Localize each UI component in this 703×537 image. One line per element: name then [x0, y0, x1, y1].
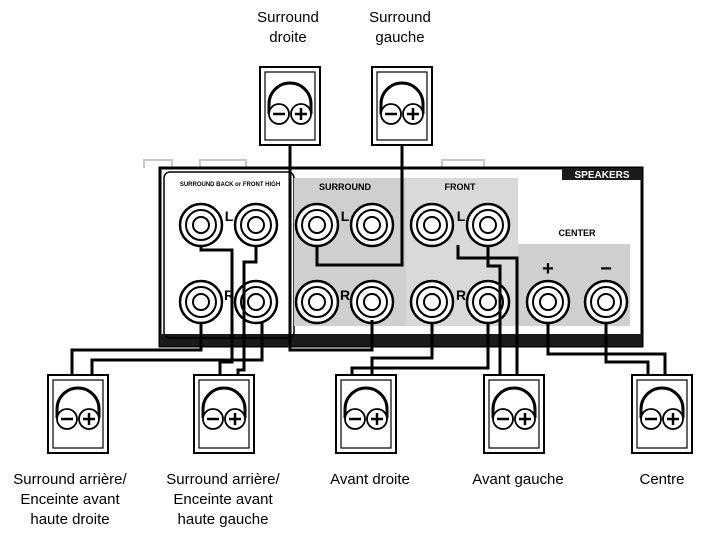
label-l-surround-back: L [225, 208, 234, 224]
label-r-front: R [456, 287, 466, 303]
label-center: Centre [639, 471, 685, 488]
terminal-fr-l-plus [409, 202, 455, 248]
speaker-surround-left [370, 65, 434, 147]
terminal-sb-r-plus [178, 279, 224, 325]
terminal-sr-r-minus [349, 279, 395, 325]
label-front-right: Avant droite [330, 471, 410, 488]
label-l-front: L [457, 208, 466, 224]
terminal-fr-r-plus [409, 279, 455, 325]
terminal-fr-r-minus [465, 279, 511, 325]
ghost-connectors [143, 159, 485, 168]
section-center: CENTER [558, 228, 596, 238]
terminal-fr-l-minus [465, 202, 511, 248]
terminal-center-plus [525, 279, 571, 325]
speaker-front-right [334, 373, 398, 455]
label-front-left: Avant gauche [472, 471, 564, 488]
speaker-center [630, 373, 694, 455]
terminal-sb-r-minus [233, 279, 279, 325]
section-front: FRONT [445, 182, 476, 192]
section-surround: SURROUND [319, 182, 372, 192]
label-center-minus: − [600, 258, 612, 280]
speaker-surround-back-left [192, 373, 256, 455]
speaker-surround-back-right [46, 373, 110, 455]
label-center-plus: + [542, 258, 554, 280]
terminal-sr-l-plus [294, 202, 340, 248]
terminal-sr-r-plus [294, 279, 340, 325]
speaker-surround-right [258, 65, 322, 147]
section-surround-back: SURROUND BACK or FRONT HIGH [180, 182, 280, 188]
label-l-surround: L [341, 208, 350, 224]
panel-title: SPEAKERS [574, 170, 629, 181]
label-r-surround-back: R [224, 287, 234, 303]
terminal-sb-l-minus [233, 202, 279, 248]
label-r-surround: R [340, 287, 350, 303]
speaker-front-left [482, 373, 546, 455]
terminal-sr-l-minus [349, 202, 395, 248]
terminal-sb-l-plus [178, 202, 224, 248]
terminal-center-minus [583, 279, 629, 325]
